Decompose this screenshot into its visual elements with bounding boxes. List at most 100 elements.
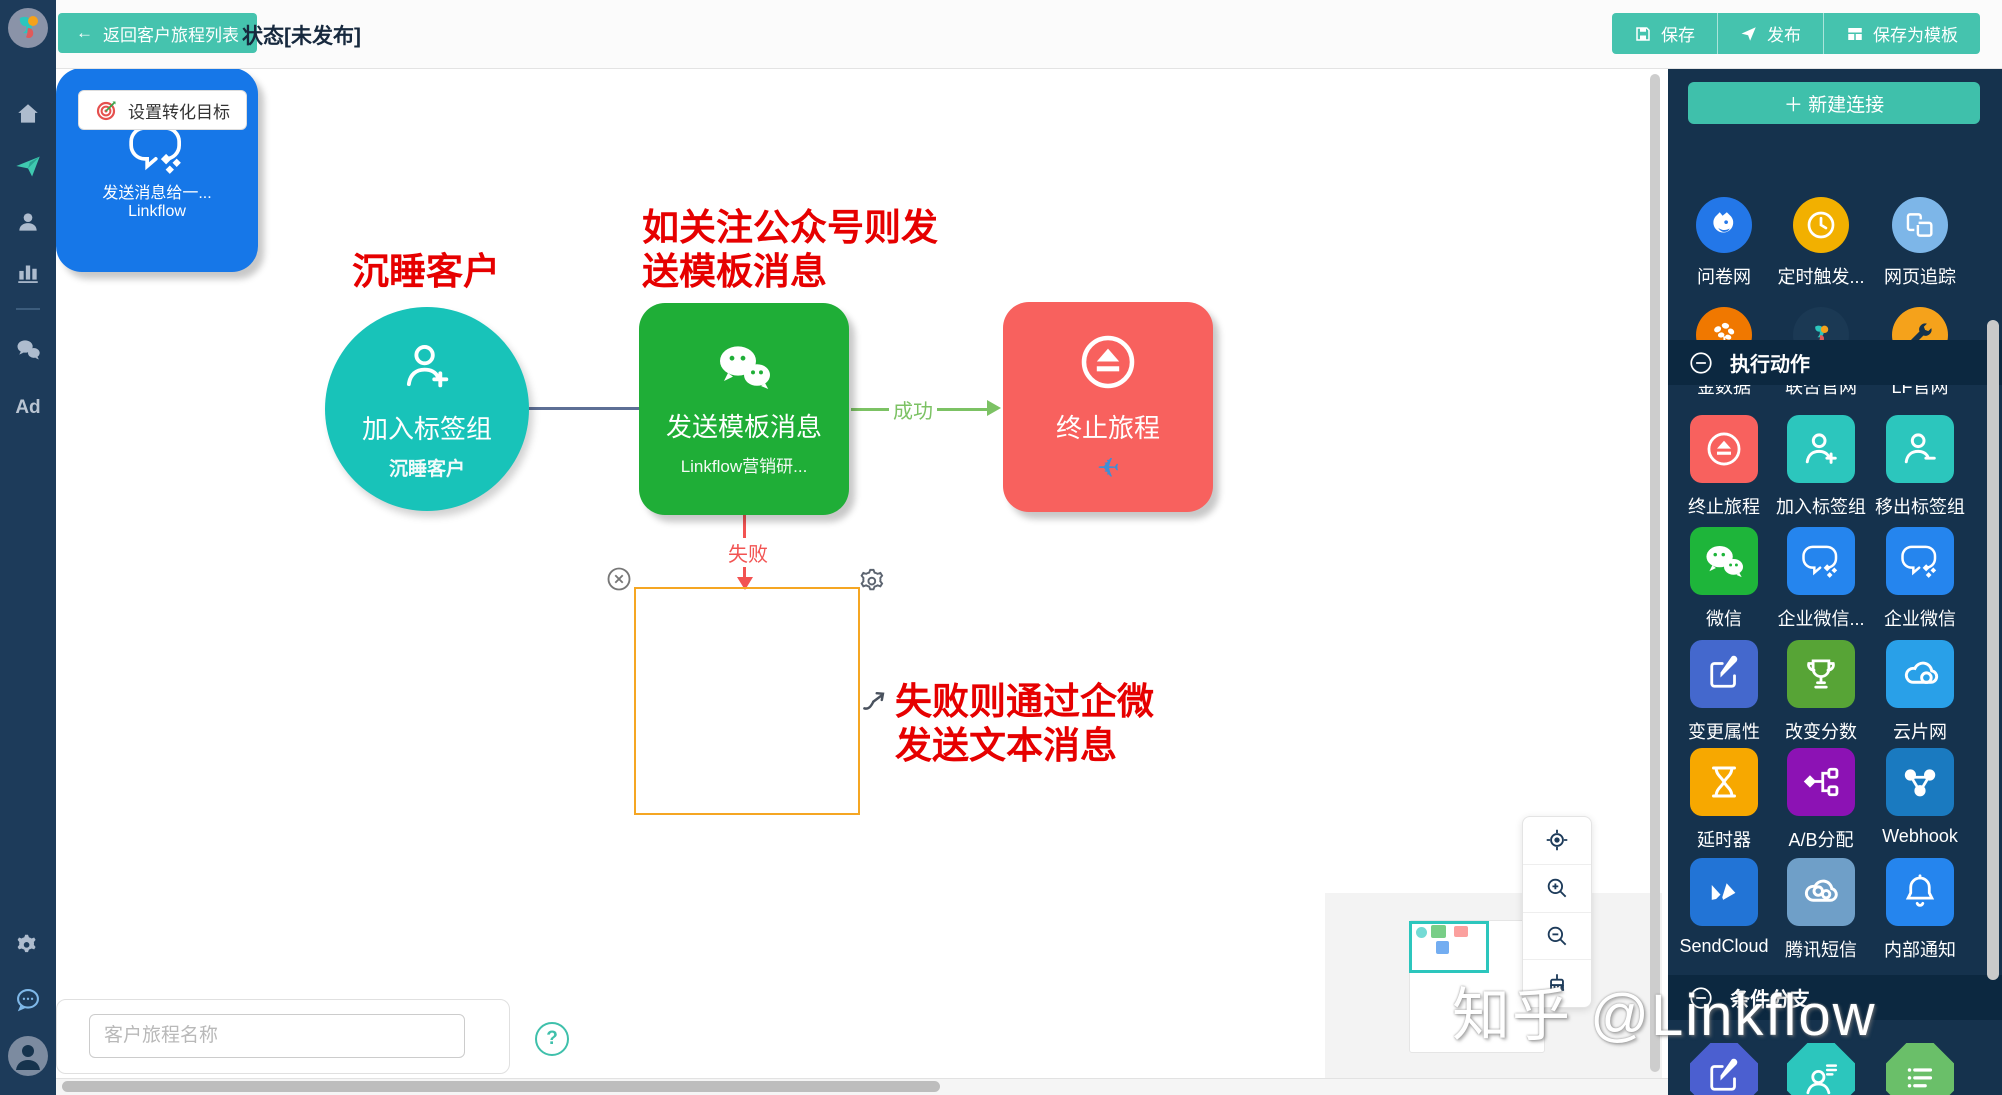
save-button[interactable]: 保存 [1612,13,1717,54]
connect-handle-icon[interactable] [861,688,888,713]
node-label: 发送模板消息 [665,412,822,442]
canvas-hscrollbar-thumb[interactable] [62,1081,940,1092]
panel-row [1668,1043,2002,1095]
section-header-actions[interactable]: 执行动作 [1668,340,2002,385]
analytics-nav-icon[interactable] [0,252,56,292]
person-plus-icon [1787,415,1855,483]
minimap-node-blue [1436,941,1449,954]
panel-row: 终止旅程 加入标签组 移出标签组 [1668,415,2002,525]
library-item-tencent-sms[interactable]: 腾讯短信 [1773,858,1869,962]
edit-square-icon [1690,640,1758,708]
library-item-change-attribute[interactable]: 变更属性 [1676,640,1772,744]
panel-row: SendCloud 腾讯短信 内部通知 [1668,858,2002,968]
library-item-web-tracking[interactable]: 网页追踪 [1872,197,1968,289]
node-library-panel: ＋ 新建连接 问卷网 定时触发... 网页追踪 [1668,68,2002,1095]
library-item-delay-timer[interactable]: 延时器 [1676,748,1772,852]
library-item-remove-tag-group[interactable]: 移出标签组 [1872,415,1968,519]
edge-label-fail: 失败 [724,538,772,567]
minimap-node-green [1431,925,1446,938]
journey-name-input[interactable] [89,1014,465,1058]
panel-row: 问卷网 定时触发... 网页追踪 [1668,197,2002,307]
airplane-emoji: ✈ [1096,453,1120,483]
library-item-wechat[interactable]: 微信 [1676,527,1772,631]
minimap-viewport[interactable] [1409,921,1489,973]
person-minus-icon [1886,415,1954,483]
hourglass-icon [1690,748,1758,816]
cloud-icon [1787,858,1855,926]
library-item-wecom-1[interactable]: 企业微信... [1773,527,1869,631]
contacts-nav-icon[interactable] [0,202,56,242]
node-join-tag-group[interactable]: 加入标签组 沉睡客户 [325,307,529,511]
library-item-yunpian[interactable]: 云片网 [1872,640,1968,744]
home-nav-icon[interactable] [0,94,56,134]
clock-icon [1793,197,1849,253]
paper-plane-icon [1740,25,1758,43]
publish-button[interactable]: 发布 [1717,13,1823,54]
canvas-vscrollbar-thumb[interactable] [1650,74,1660,1072]
zhihu-watermark: 知乎 @Linkflow [1452,983,1877,1048]
node-label: 发送消息给一... [102,185,212,202]
linkflow-logo[interactable] [0,5,56,51]
library-item-sendcloud[interactable]: SendCloud [1676,858,1772,957]
floppy-icon [1634,25,1652,43]
work-chat-icon [1787,527,1855,595]
node-send-template-message[interactable]: 发送模板消息 Linkflow营销研... [639,303,849,515]
canvas-hscrollbar-track[interactable] [56,1078,1668,1095]
ad-nav-icon[interactable]: Ad [15,397,41,418]
back-to-journey-list-button[interactable]: ← 返回客户旅程列表 [58,13,257,53]
browser-windows-icon [1892,197,1948,253]
template-icon [1846,25,1864,43]
person-plus-icon [398,337,456,395]
set-conversion-goal-button[interactable]: 设置转化目标 [78,90,247,130]
panel-row: 延时器 A/B分配 Webhook [1668,748,2002,858]
trophy-icon [1787,640,1855,708]
library-item-wecom-2[interactable]: 企业微信 [1872,527,1968,631]
journeys-nav-icon[interactable] [0,146,56,186]
panel-row: 微信 企业微信... 企业微信 [1668,527,2002,637]
locate-center-button[interactable] [1523,817,1591,864]
save-as-template-button[interactable]: 保存为模板 [1823,13,1980,54]
journey-name-card [56,999,510,1074]
node-settings-gear-icon[interactable] [859,566,888,595]
new-connection-button[interactable]: ＋ 新建连接 [1688,82,1980,124]
annotation-fail-wecom: 失败则通过企微 发送文本消息 [895,681,1154,767]
edge-arrowhead-red [737,577,753,590]
panel-row: 变更属性 改变分数 云片网 [1668,640,2002,750]
library-item-webhook[interactable]: Webhook [1872,748,1968,847]
journey-canvas[interactable]: 设置转化目标 沉睡客户 如关注公众号则发 送模板消息 失败则通过企微 发送文本消… [56,68,1668,1095]
zoom-in-button[interactable] [1523,863,1591,912]
list-icon [1886,1043,1954,1095]
ab-split-icon [1787,748,1855,816]
settings-gear-icon[interactable] [0,924,56,964]
sendcloud-icon [1690,858,1758,926]
library-item-join-tag-group[interactable]: 加入标签组 [1773,415,1869,519]
delete-node-icon[interactable] [605,565,633,593]
minimap-node-red [1454,926,1468,937]
node-sublabel: Linkflow营销研... [680,457,808,476]
annotation-sleep-customer: 沉睡客户 [352,251,500,292]
library-item-ab-split[interactable]: A/B分配 [1773,748,1869,852]
node-terminate-journey[interactable]: 终止旅程 ✈ [1003,302,1213,512]
section-header-conditions[interactable]: 条件分支 [1668,975,2002,1020]
library-item-timer-trigger[interactable]: 定时触发... [1773,197,1869,289]
panel-vscrollbar-thumb[interactable] [1987,320,1999,980]
node-selection-box [634,587,860,815]
library-item-internal-notify[interactable]: 内部通知 [1872,858,1968,962]
wechat-nav-icon[interactable] [0,330,56,370]
library-item-change-score[interactable]: 改变分数 [1773,640,1869,744]
clear-canvas-broom-button[interactable] [1523,959,1591,1007]
library-item-terminate-journey[interactable]: 终止旅程 [1676,415,1772,519]
library-item-condition-list[interactable] [1872,1043,1968,1095]
cloud-icon [1886,640,1954,708]
node-label: 加入标签组 [361,414,492,444]
support-chat-icon[interactable] [0,980,56,1020]
library-item-condition-contact[interactable] [1773,1043,1869,1095]
library-item-wenjuan[interactable]: 问卷网 [1676,197,1772,289]
library-item-condition-attribute[interactable] [1676,1043,1772,1095]
zoom-out-button[interactable] [1523,911,1591,960]
edge-tag-to-template [529,407,679,410]
help-button[interactable]: ? [535,1022,569,1056]
node-sublabel: Linkflow [128,203,186,220]
user-avatar[interactable] [0,1032,56,1080]
